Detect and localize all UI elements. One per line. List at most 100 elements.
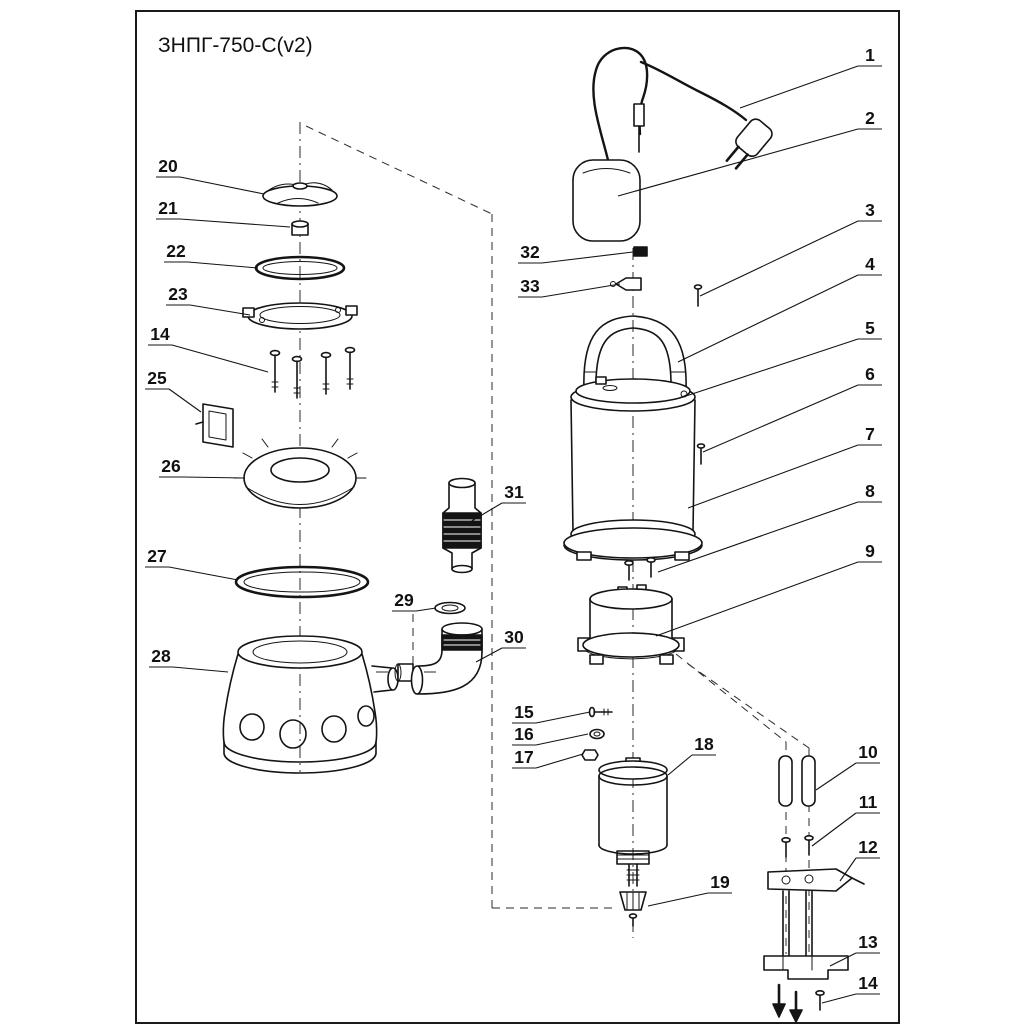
leader-line-33-32 — [541, 283, 621, 298]
part-label-26: 26 — [161, 456, 181, 476]
washer — [589, 728, 605, 740]
hex-nut — [581, 749, 599, 761]
leader-line-2-1 — [617, 128, 859, 197]
leader-line-18-17 — [667, 754, 693, 776]
leader-line-31-30 — [469, 502, 503, 523]
part-label-25: 25 — [147, 368, 167, 388]
seal-ring — [242, 302, 358, 330]
housing-screws — [269, 346, 356, 399]
part-label-28: 28 — [151, 646, 171, 666]
part-label-3: 3 — [865, 200, 875, 220]
construction-lines — [299, 122, 810, 954]
power-plug — [725, 118, 773, 170]
part-label-14: 14 — [858, 973, 878, 993]
part-label-21: 21 — [158, 198, 178, 218]
discharge-nipple — [394, 663, 414, 682]
part-label-8: 8 — [865, 481, 875, 501]
leader-line-4-3 — [677, 274, 859, 363]
leader-line-17-16 — [535, 753, 584, 769]
part-label-18: 18 — [694, 734, 714, 754]
leader-line-11-10 — [811, 812, 857, 847]
part-label-14: 14 — [150, 324, 170, 344]
tube-guide-line-1 — [675, 653, 787, 743]
impeller — [262, 182, 338, 207]
diagonal-guide-line — [305, 125, 493, 215]
base-plate — [763, 955, 849, 980]
leader-line-26-25 — [182, 476, 246, 479]
bracket-screws — [781, 834, 814, 858]
leader-line-12-11 — [839, 857, 857, 882]
leader-line-15-14 — [535, 711, 591, 724]
pin-upper — [693, 284, 703, 307]
impeller-nut — [291, 220, 309, 236]
page-title: ЗНПГ-750-C(v2) — [158, 34, 313, 57]
leader-line-32-31 — [541, 251, 634, 264]
cable-clamp — [195, 403, 234, 448]
part-label-10: 10 — [858, 742, 878, 762]
leader-line-14-13 — [821, 993, 857, 1004]
base-screw — [815, 989, 825, 1011]
pin-side — [696, 443, 706, 465]
o-ring-large — [234, 565, 370, 599]
leader-line-7-6 — [687, 444, 859, 509]
leader-line-30-29 — [475, 647, 503, 663]
leader-line-19-18 — [647, 892, 709, 907]
leader-line-25-24 — [168, 388, 202, 413]
elbow-fitting — [410, 622, 483, 695]
part-label-12: 12 — [858, 837, 878, 857]
terminal-screw — [588, 706, 613, 718]
hose-adapter — [442, 477, 482, 574]
part-label-20: 20 — [158, 156, 178, 176]
ring-nut — [233, 438, 367, 509]
float-bracket — [767, 868, 865, 892]
handle — [583, 315, 687, 391]
leader-line-28-27 — [172, 666, 229, 673]
part-label-19: 19 — [710, 872, 730, 892]
motor-screws — [624, 556, 656, 581]
part-label-17: 17 — [514, 747, 533, 767]
pump-casing — [563, 376, 703, 561]
leader-line-10-9 — [815, 762, 857, 791]
pump-housing — [222, 635, 399, 774]
seal-housing — [577, 584, 685, 665]
part-label-1: 1 — [865, 45, 875, 65]
hose-clip — [610, 277, 642, 291]
part-label-2: 2 — [865, 108, 875, 128]
leader-line-13-12 — [829, 952, 857, 967]
part-label-13: 13 — [858, 932, 878, 952]
leader-line-22-21 — [187, 261, 259, 269]
leader-line-21-20 — [179, 218, 291, 228]
shaft-impeller — [619, 891, 647, 927]
cable-gland — [633, 246, 648, 257]
part-label-31: 31 — [504, 482, 524, 502]
part-label-29: 29 — [394, 590, 414, 610]
tube-guide-line-2 — [687, 663, 810, 749]
leader-line-20-19 — [179, 176, 265, 195]
leader-line-3-2 — [699, 220, 859, 297]
part-labels-layer: 1234567891011121314151617181920212223142… — [145, 45, 882, 1004]
part-label-6: 6 — [865, 364, 875, 384]
leader-line-14-23 — [171, 344, 269, 373]
leader-line-23-22 — [189, 304, 251, 316]
part-label-4: 4 — [865, 254, 875, 274]
guide-rods — [782, 890, 813, 957]
leader-line-9-8 — [655, 561, 859, 637]
leader-line-29-28 — [415, 607, 437, 612]
part-label-16: 16 — [514, 724, 534, 744]
part-label-5: 5 — [865, 318, 875, 338]
part-label-22: 22 — [166, 241, 186, 261]
leader-line-5-4 — [685, 338, 859, 397]
part-label-32: 32 — [520, 242, 540, 262]
part-label-15: 15 — [514, 702, 534, 722]
flow-arrows — [772, 983, 803, 1023]
leader-line-1-0 — [739, 65, 859, 109]
lock-nut — [434, 601, 466, 615]
float-switch — [572, 159, 641, 242]
part-label-27: 27 — [147, 546, 166, 566]
power-cable — [592, 46, 748, 162]
leader-line-8-7 — [657, 501, 859, 573]
diagram-frame — [135, 10, 900, 1024]
guide-tubes — [778, 755, 816, 807]
